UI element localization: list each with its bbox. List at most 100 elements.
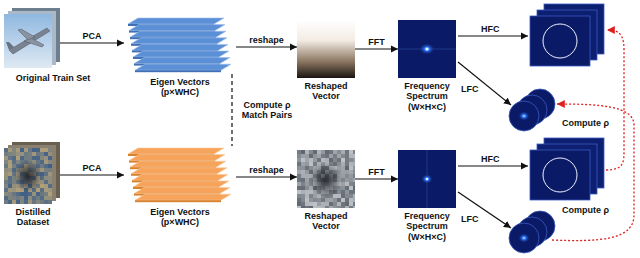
noise-pixel xyxy=(349,158,353,162)
noise-pixel xyxy=(48,200,52,204)
noise-pixel xyxy=(325,150,329,154)
noise-pixel xyxy=(345,202,349,206)
node-caption: (p×WHC) xyxy=(130,217,230,227)
noise-pixel xyxy=(44,172,48,176)
noise-pixel xyxy=(297,162,301,166)
noise-pixel xyxy=(40,196,44,200)
noise-pixel xyxy=(329,158,333,162)
noise-pixel xyxy=(32,152,36,156)
noise-pixel xyxy=(321,202,325,206)
noise-pixel xyxy=(353,190,355,194)
edge-label: Compute ρ Match Pairs xyxy=(237,100,297,121)
noise-pixel xyxy=(353,174,355,178)
noise-pixel xyxy=(325,202,329,206)
noise-pixel xyxy=(337,154,341,158)
noise-pixel xyxy=(4,164,8,168)
noise-pixel xyxy=(313,162,317,166)
noise-pixel xyxy=(349,162,353,166)
noise-pixel xyxy=(349,166,353,170)
eigen-plate xyxy=(134,188,230,194)
noise-pixel xyxy=(345,190,349,194)
noise-pixel xyxy=(12,156,16,160)
airplane-body xyxy=(9,28,50,54)
noise-pixel xyxy=(341,170,345,174)
noise-pixel xyxy=(8,188,12,192)
noise-pixel xyxy=(297,194,301,198)
noise-pixel xyxy=(345,170,349,174)
noise-pixel xyxy=(48,180,52,184)
annotation-label: Compute ρ xyxy=(561,205,610,215)
noise-pixel xyxy=(305,190,309,194)
node-caption: Eigen Vectors xyxy=(130,77,230,87)
noise-pixel xyxy=(20,192,24,196)
eigen-stack xyxy=(128,148,231,202)
noise-pixel xyxy=(20,148,24,152)
noise-pixel xyxy=(44,148,48,152)
noise-pixel xyxy=(48,176,52,180)
noise-pixel xyxy=(305,198,309,202)
split-arrow xyxy=(458,165,528,166)
noise-pixel xyxy=(345,186,349,190)
noise-pixel xyxy=(40,152,44,156)
noise-pixel xyxy=(8,176,12,180)
image-node: Frequency Spectrum(W×H×C) xyxy=(398,20,456,78)
noise-pixel xyxy=(313,158,317,162)
noise-pixel xyxy=(341,150,345,154)
eigen-plate xyxy=(131,168,227,174)
noise-pixel xyxy=(8,156,12,160)
noise-pixel xyxy=(16,200,20,204)
node-caption: Reshaped Vector xyxy=(296,211,356,232)
noise-pixel xyxy=(8,152,12,156)
noise-pixel xyxy=(329,202,333,206)
noise-pixel xyxy=(8,184,12,188)
noise-pixel xyxy=(48,160,52,164)
noise-pixel xyxy=(12,188,16,192)
noise-blob xyxy=(14,160,42,192)
compare-curve xyxy=(606,30,624,170)
noise-pixel xyxy=(44,200,48,204)
noise-pixel xyxy=(4,180,8,184)
image-back xyxy=(8,145,56,201)
connector-arrow xyxy=(236,176,297,177)
drawing-part xyxy=(297,150,355,208)
noise-pixel xyxy=(28,148,32,152)
noise-pixel xyxy=(32,196,36,200)
noise-pixel xyxy=(353,178,355,182)
noise-pixel xyxy=(309,162,313,166)
noise-pixel xyxy=(24,196,28,200)
noise-pixel xyxy=(297,174,301,178)
noise-pixel xyxy=(353,198,355,202)
noise-pixel xyxy=(345,154,349,158)
noise-pixel xyxy=(297,202,301,206)
noise-pixel xyxy=(301,186,305,190)
noise-pixel xyxy=(345,162,349,166)
noise-pixel xyxy=(20,200,24,204)
connector-arrow xyxy=(60,174,124,175)
noise-pixel xyxy=(44,180,48,184)
noise-pixel xyxy=(341,206,345,208)
noise-pixel xyxy=(32,200,36,204)
noise-pixel xyxy=(305,170,309,174)
edge-label: PCA xyxy=(81,31,102,41)
noise-pixel xyxy=(333,198,337,202)
eigen-plate xyxy=(135,64,231,70)
noise-pixel xyxy=(337,206,341,208)
eigen-stack xyxy=(128,18,231,72)
noise-pixel xyxy=(353,158,355,162)
drawing-part xyxy=(509,4,604,253)
noise-pixel xyxy=(12,152,16,156)
noise-pixel xyxy=(36,156,40,160)
noise-pixel xyxy=(40,148,44,152)
node-caption: Frequency Spectrum xyxy=(396,211,458,232)
caption-group: Distilled Dataset xyxy=(3,207,63,228)
noise-pixel xyxy=(349,150,353,154)
noise-pixel xyxy=(28,192,32,196)
noise-pixel xyxy=(8,200,12,204)
noise-pixel xyxy=(317,202,321,206)
noise-pixel xyxy=(301,170,305,174)
noise-pixel xyxy=(305,206,309,208)
noise-pixel xyxy=(345,166,349,170)
noise-pixel xyxy=(44,164,48,168)
eigen-plate xyxy=(128,18,224,24)
noise-pixel xyxy=(301,194,305,198)
